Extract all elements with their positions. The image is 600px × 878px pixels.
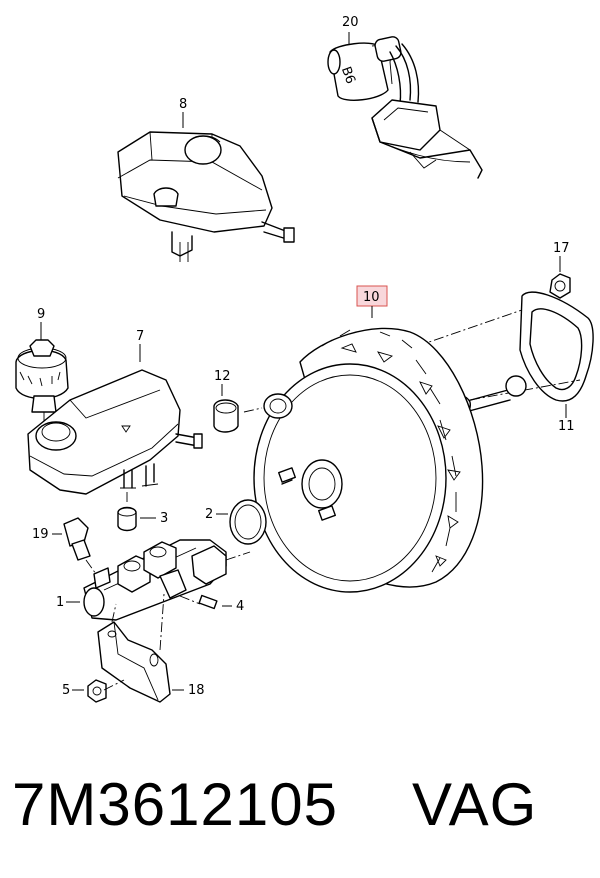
callout-5: 5 xyxy=(62,683,70,698)
nut-part-5 xyxy=(72,679,125,703)
brand-name: VAG xyxy=(412,771,538,838)
callout-1: 1 xyxy=(56,595,64,610)
callout-4: 4 xyxy=(236,599,244,614)
grommet-part-12 xyxy=(213,384,293,433)
callout-9: 9 xyxy=(37,307,45,322)
o-ring-part-2 xyxy=(216,499,267,545)
switch-part-19 xyxy=(52,517,97,575)
callout-17: 17 xyxy=(553,241,570,256)
fluid-reservoir-part-7 xyxy=(27,344,203,495)
callout-8: 8 xyxy=(179,97,187,112)
callout-11: 11 xyxy=(558,419,575,434)
brake-booster-part-10 xyxy=(253,285,581,593)
callout-10: 10 xyxy=(363,290,380,305)
callout-20: 20 xyxy=(342,15,359,30)
caption-bar: 7M3612105 VAG xyxy=(0,760,600,860)
callout-18: 18 xyxy=(188,683,205,698)
exploded-parts-diagram: B6 xyxy=(15,15,594,703)
nut-part-17 xyxy=(549,256,571,299)
callout-7: 7 xyxy=(136,329,144,344)
master-cylinder-part-1 xyxy=(66,539,251,621)
callout-12: 12 xyxy=(214,369,231,384)
bracket-part-18 xyxy=(97,593,184,703)
sensor-marking: B6 xyxy=(338,65,358,86)
callout-19: 19 xyxy=(32,527,49,542)
callout-2: 2 xyxy=(205,507,213,522)
sensor-plug-part-20: B6 xyxy=(327,32,483,179)
part-number: 7M3612105 xyxy=(12,771,338,838)
reservoir-cap-part-9 xyxy=(15,322,69,422)
gasket-part-11 xyxy=(519,291,594,418)
seal-part-3 xyxy=(117,492,156,532)
callout-3: 3 xyxy=(160,511,168,526)
expansion-tank-part-8 xyxy=(117,112,295,262)
